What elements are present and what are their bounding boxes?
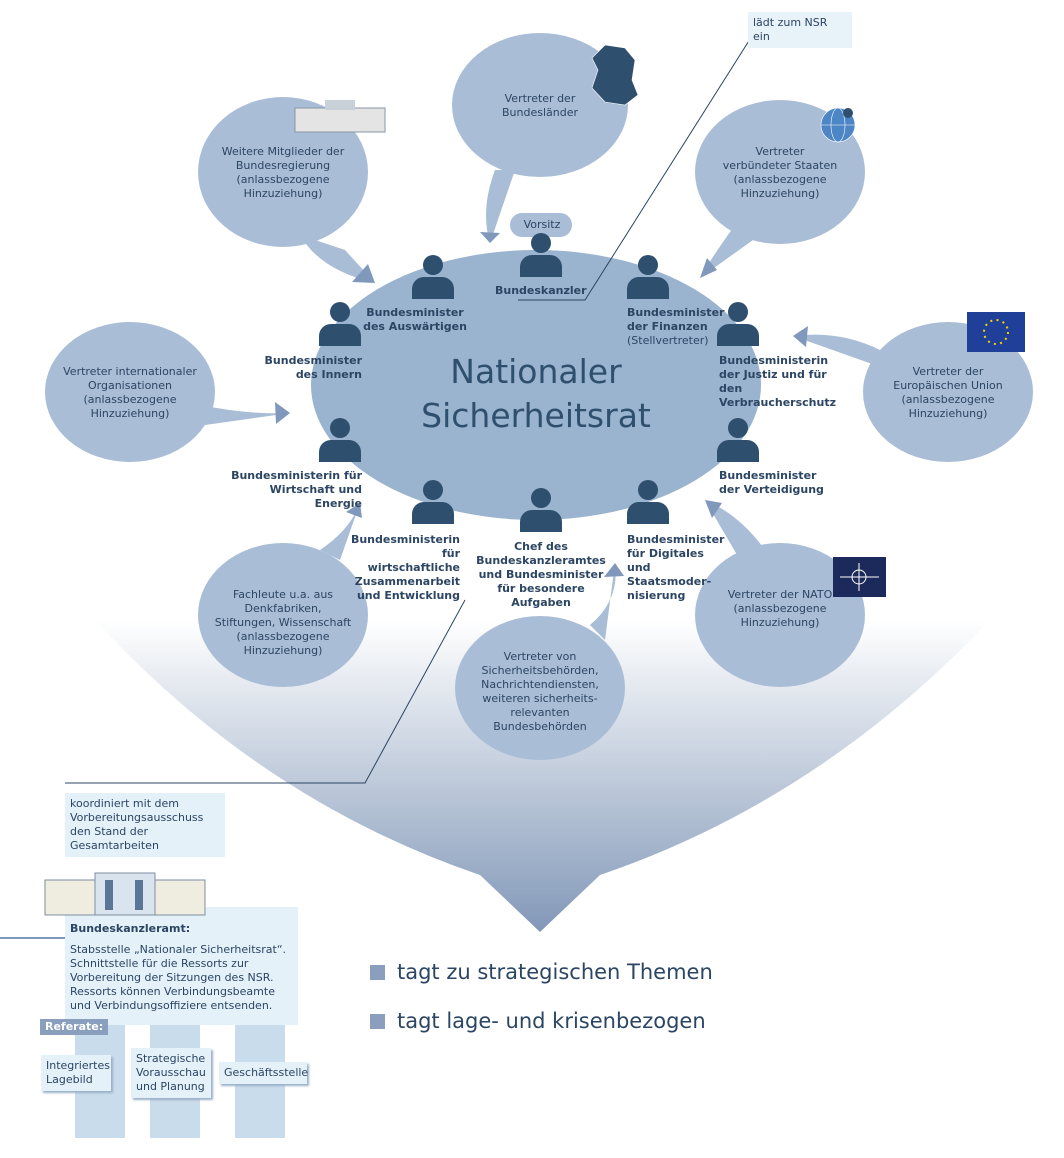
member-wirtschaft: Bundesministerin für Wirtschaft und Ener… — [231, 469, 362, 510]
title: Nationaler Sicherheitsrat — [421, 352, 651, 435]
person-icon — [627, 480, 669, 526]
legend-label: tagt zu strategischen Themen — [397, 960, 713, 984]
legend-square — [370, 1013, 385, 1029]
legend-label: tagt lage- und krisenbezogen — [397, 1009, 706, 1033]
invite-label: lädt zum NSR ein — [748, 12, 852, 48]
person-icon — [717, 302, 759, 348]
member-finanzen-note: (Stellvertreter) — [627, 334, 709, 347]
member-justiz: Bundesministerin der Justiz und für den … — [719, 354, 836, 409]
person-icon — [319, 302, 361, 348]
member-verteidigung: Bundesminister der Verteidigung — [719, 469, 824, 496]
eu-flag-icon — [967, 312, 1025, 352]
person-icon — [627, 255, 669, 301]
referat-geschaeftsstelle: Geschäftsstelle — [219, 1062, 308, 1084]
bubble-nato: Vertreter der NATO (anlassbezogene Hinzu… — [727, 588, 833, 629]
nato-flag-icon — [833, 557, 886, 597]
funnel — [95, 620, 990, 932]
referat-lagebild: Integriertes Lagebild — [41, 1055, 111, 1091]
referate-label: Referate: — [40, 1019, 109, 1035]
reichstag-icon — [294, 100, 386, 133]
legend-square — [370, 964, 385, 980]
person-icon — [717, 418, 759, 464]
chair-label: Vorsitz — [523, 218, 561, 231]
kanzleramt-building-icon — [44, 872, 206, 916]
member-chef-bka: Chef des Bundeskanzleramtes und Bundesmi… — [476, 540, 606, 609]
bubble-laender: Vertreter der Bundesländer — [501, 92, 578, 119]
bubble-eu: Vertreter der Europäischen Union (anlass… — [893, 365, 1003, 420]
bubble-behoerden: Vertreter von Sicherheitsbehörden, Nachr… — [481, 650, 599, 733]
legend-strategic: tagt zu strategischen Themen — [370, 960, 713, 984]
member-kanzler: Bundeskanzler — [495, 284, 587, 297]
member-entwicklung: Bundesministerin für wirtschaftliche Zus… — [350, 533, 460, 602]
person-icon — [412, 255, 454, 301]
bubble-verbuendete: Vertreter verbündeter Staaten (anlassbez… — [722, 145, 838, 200]
germany-map-icon — [591, 44, 639, 106]
bubble-regierung: Weitere Mitglieder der Bundesregierung (… — [221, 145, 345, 200]
coordinate-label: koordiniert mit dem Vorbereitungsausschu… — [65, 793, 225, 857]
bubble-intl: Vertreter internationaler Organisationen… — [63, 365, 197, 420]
table — [311, 250, 761, 520]
bubbles — [45, 33, 1033, 760]
member-innern: Bundesminister des Innern — [264, 354, 362, 381]
person-icon — [520, 488, 562, 534]
bubble-fachleute: Fachleute u.a. aus Denkfabriken, Stiftun… — [214, 588, 352, 657]
person-icon — [520, 233, 562, 279]
member-digitales: Bundesminister für Digitales und Staatsm… — [627, 533, 725, 602]
member-auswaertig: Bundesminister des Auswärtigen — [363, 306, 467, 333]
legend-crisis: tagt lage- und krisenbezogen — [370, 1009, 706, 1033]
person-icon — [319, 418, 361, 464]
kanzleramt-text: Stabsstelle „Nationaler Sicherheitsrat“.… — [70, 943, 287, 1012]
member-finanzen: Bundesminister der Finanzen — [627, 306, 725, 333]
person-icon — [412, 480, 454, 526]
referat-vorausschau: Strategische Vorausschau und Planung — [131, 1048, 211, 1098]
globe-icon — [820, 107, 856, 143]
kanzleramt-heading: Bundeskanzleramt: — [70, 922, 191, 935]
